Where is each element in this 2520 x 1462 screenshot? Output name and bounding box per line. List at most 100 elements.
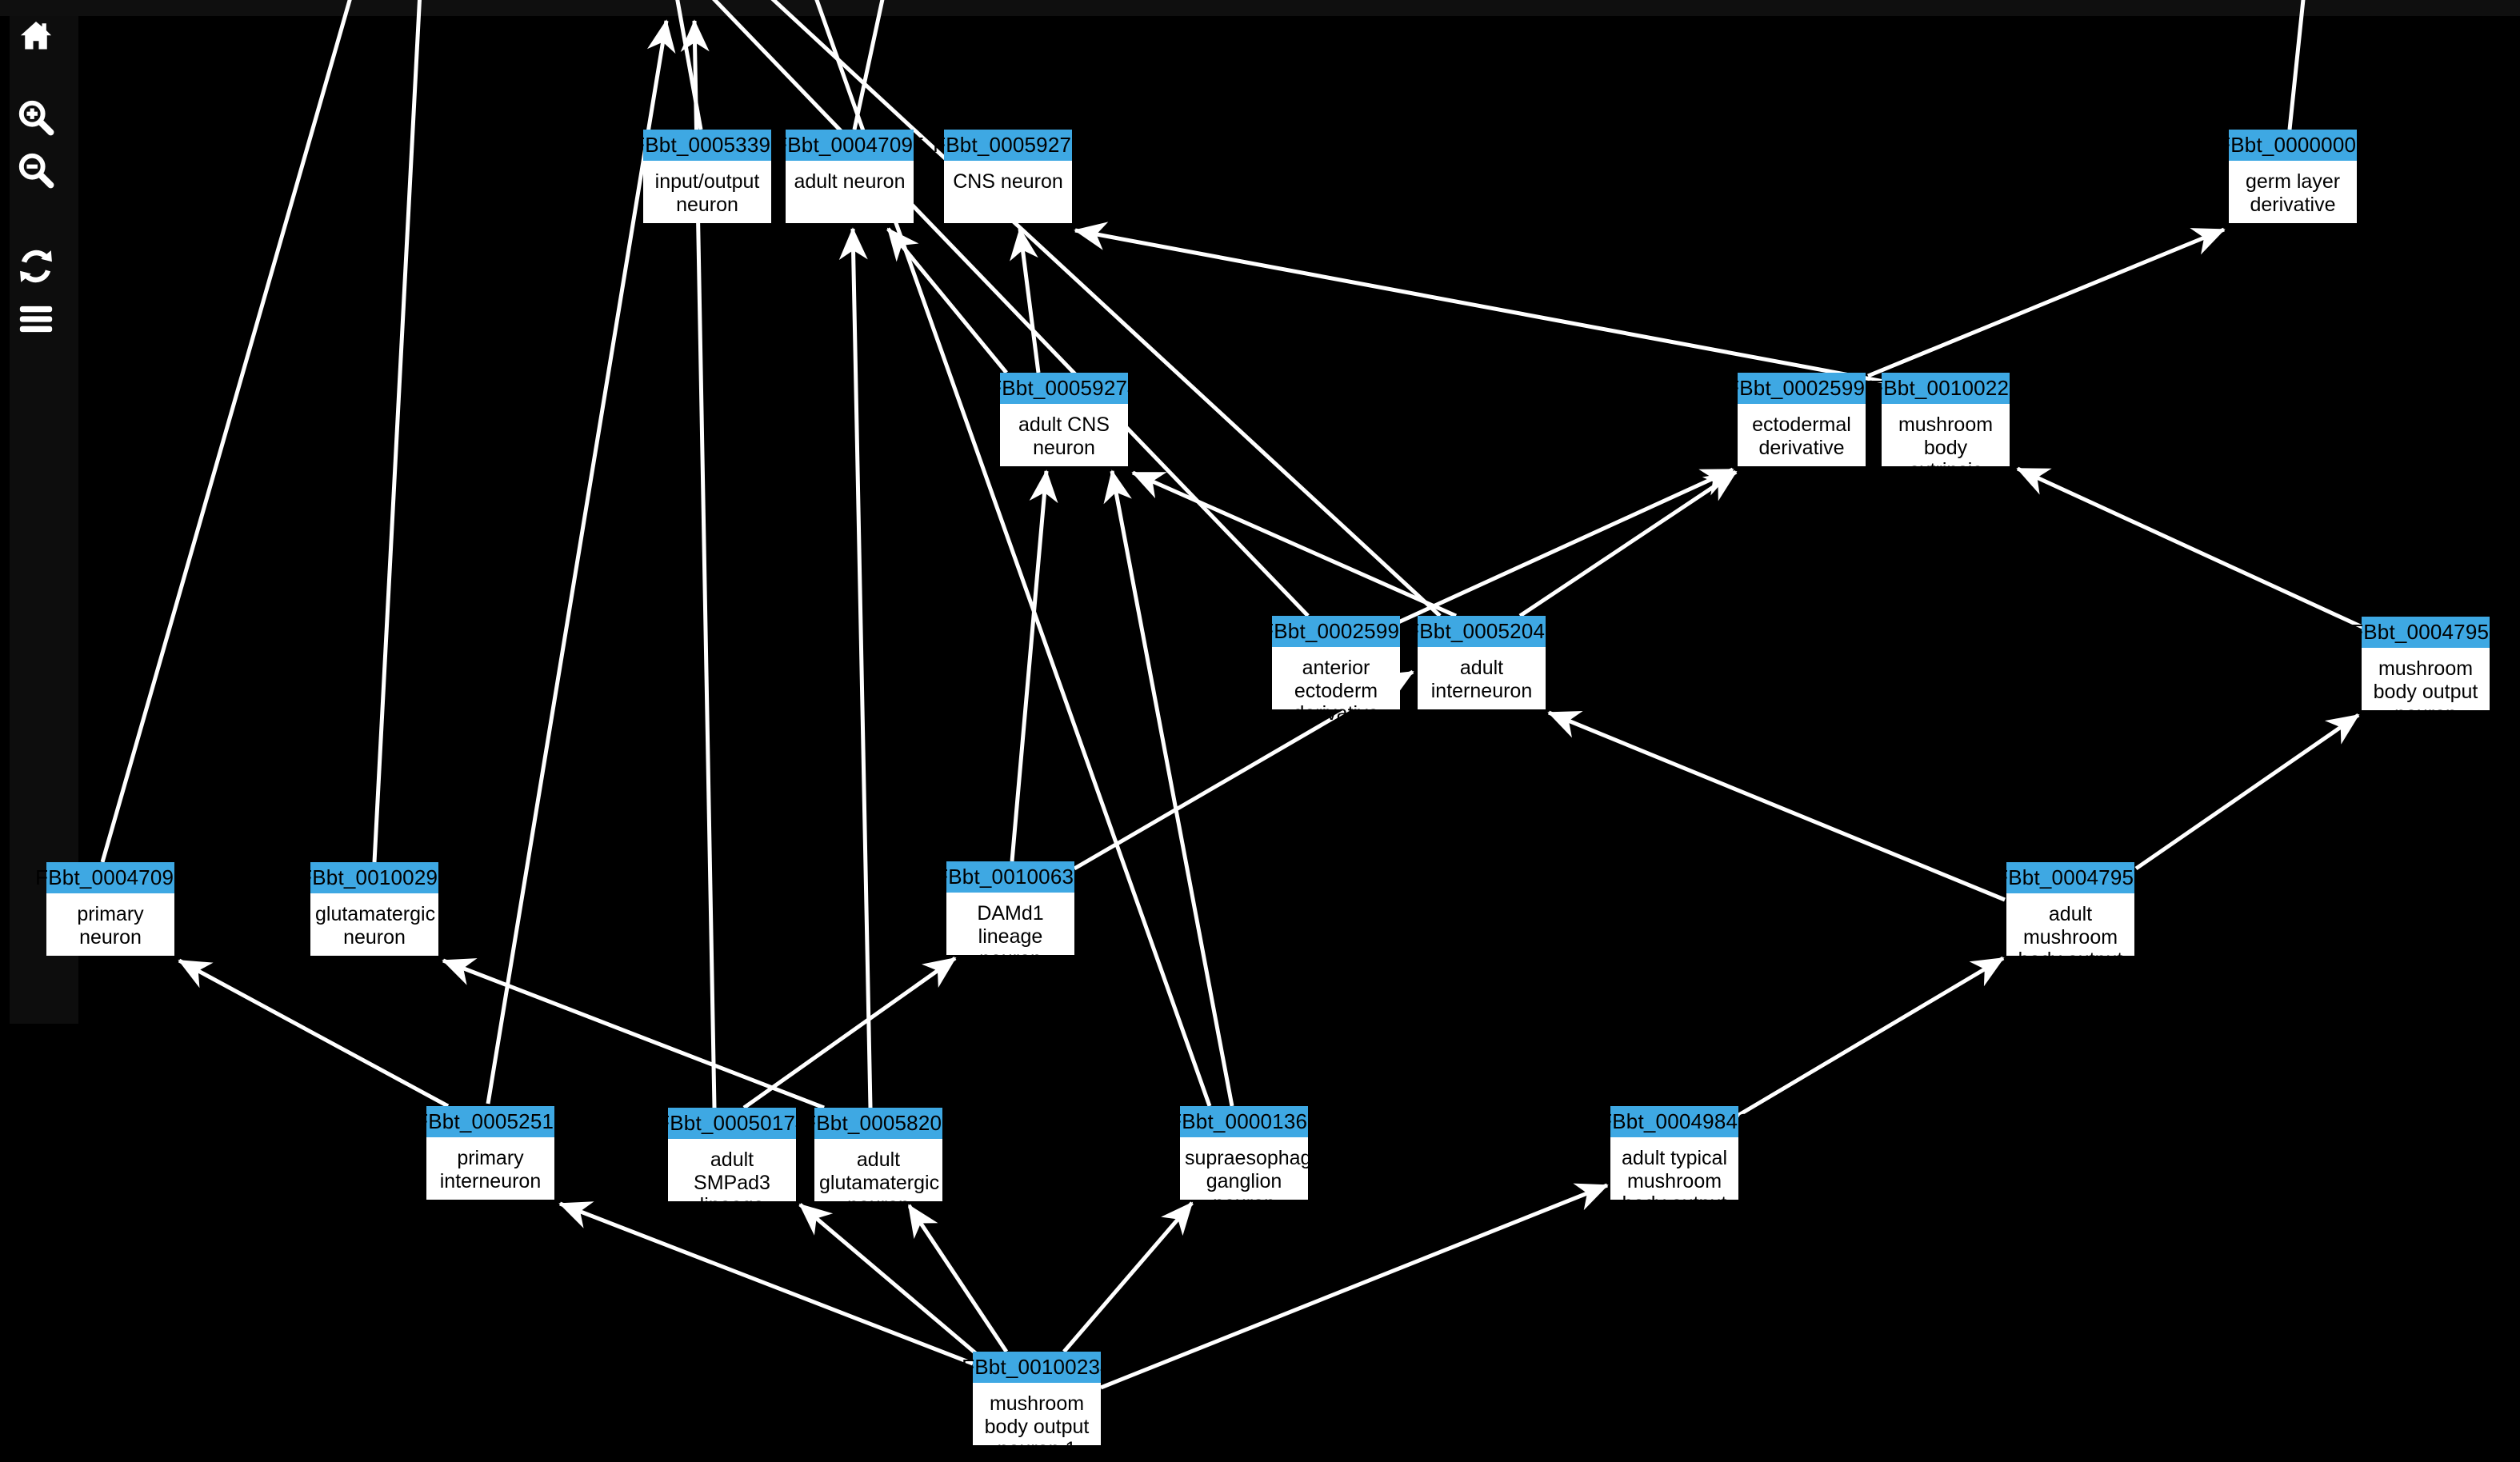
node-label: adult typical mushroom body output neuro… — [1610, 1137, 1738, 1238]
node-label: ectodermal derivative — [1738, 404, 1866, 466]
refresh-button[interactable] — [18, 248, 54, 285]
node-id: FBbt_00059274 — [989, 373, 1139, 404]
node-id: FBbt_00047095 — [774, 130, 925, 161]
graph-edge — [486, 19, 676, 1104]
graph-edge — [1100, 1183, 1609, 1390]
node-label: input/output neuron — [643, 161, 771, 223]
graph-edge — [2016, 466, 2366, 630]
graph-edge — [886, 227, 1008, 374]
node-id: FBbt_00052517 — [415, 1106, 566, 1137]
graph-edge — [838, 227, 873, 1108]
node-id: FBbt_00047953 — [2350, 617, 2501, 648]
node-id: FBbt_00047955 — [1995, 862, 2146, 893]
zoom-in-icon — [18, 99, 54, 136]
graph-edge — [1062, 1201, 1194, 1353]
graph-edge — [372, 0, 422, 863]
node-label: adult mushroom body output neuron — [2006, 893, 2134, 994]
graph-edge — [178, 958, 450, 1108]
graph-edge — [852, 0, 885, 130]
node-id: FBbt_00053396 — [632, 130, 782, 161]
graph-edge — [1131, 470, 1458, 618]
node-label: CNS neuron — [944, 161, 1072, 223]
toolbar-gap — [18, 136, 69, 152]
graph-edge — [1103, 469, 1234, 1107]
node-id: FBbt_00000000 — [2218, 130, 2368, 161]
graph-edge — [1397, 467, 1734, 625]
node-id: FBbt_00100227 — [1870, 373, 2021, 404]
node-id: FBbt_00100291 — [299, 862, 450, 893]
graph-edge — [675, 0, 703, 130]
node-label: DAMd1 lineage neuron — [946, 893, 1074, 970]
node-label: adult SMPad3 lineage neuron — [668, 1139, 796, 1240]
graph-edge — [712, 0, 1310, 617]
node-label: mushroom body output neuron 1 — [973, 1383, 1101, 1460]
node-id: FBbt_00025990 — [1726, 373, 1877, 404]
graph-edge — [2287, 0, 2306, 130]
menu-button[interactable] — [18, 301, 54, 338]
node-id: FBbt_00058208 — [803, 1108, 954, 1139]
zoom-out-button[interactable] — [18, 152, 54, 189]
node-label: adult neuron — [786, 161, 914, 223]
toolbar-gap — [18, 285, 69, 301]
toolbar-gap — [18, 54, 69, 99]
node-label: primary neuron — [46, 893, 174, 956]
node-label: supraesophageal ganglion neuron — [1180, 1137, 1338, 1215]
node-id: FBbt_00001366 — [1169, 1106, 1319, 1137]
toolbar — [18, 18, 69, 338]
node-id: FBbt_00047097 — [35, 862, 186, 893]
graph-edge — [906, 1204, 1009, 1353]
node-id: FBbt_00050174 — [657, 1108, 807, 1139]
graph-edge — [798, 1203, 979, 1356]
graph-edge — [442, 958, 825, 1110]
node-id: FBbt_00100639 — [935, 861, 1086, 893]
graph-edge — [1867, 227, 2226, 378]
graph-edge — [1736, 956, 2005, 1118]
node-label: anterior ectoderm derivative — [1272, 647, 1400, 725]
node-label: mushroom body output neuron — [2362, 648, 2490, 725]
zoom-out-icon — [18, 152, 54, 189]
node-id: FBbt_00049843 — [1599, 1106, 1750, 1137]
node-id: FBbt_00059271 — [933, 130, 1083, 161]
node-label: adult interneuron — [1418, 647, 1546, 709]
node-label: adult glutamatergic neuron — [814, 1139, 942, 1216]
menu-icon — [18, 302, 54, 337]
home-button[interactable] — [18, 18, 54, 54]
node-id: FBbt_00025991 — [1261, 616, 1411, 647]
graph-edge — [1518, 469, 1738, 618]
graph-edge — [770, 0, 1442, 617]
side-panel — [10, 16, 78, 1024]
node-id: FBbt_00100234 — [962, 1352, 1112, 1383]
graph-edge — [742, 956, 957, 1110]
zoom-in-button[interactable] — [18, 99, 54, 136]
node-label: primary interneuron — [426, 1137, 554, 1200]
node-label: germ layer derivative — [2229, 161, 2357, 223]
graph-edge — [558, 1201, 974, 1366]
node-label: glutamatergic neuron — [310, 893, 438, 956]
graph-edge — [1010, 227, 1041, 373]
node-label: mushroom body extrinsic neuron — [1882, 404, 2010, 505]
toolbar-gap — [18, 189, 69, 248]
node-label: adult CNS neuron — [1000, 404, 1128, 466]
